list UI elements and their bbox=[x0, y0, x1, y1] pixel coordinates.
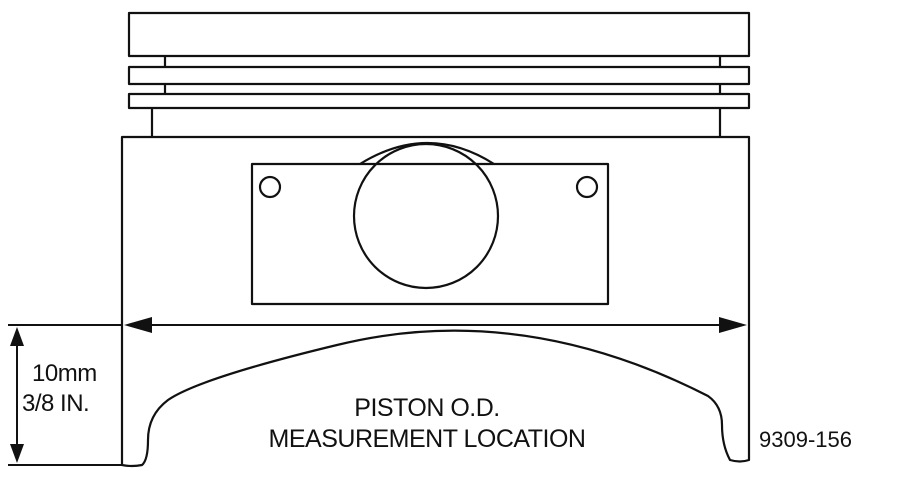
od-arrow-right bbox=[719, 317, 747, 333]
offset-dimension bbox=[8, 324, 122, 466]
piston-pin bbox=[352, 142, 500, 290]
ring-groove-gap-2 bbox=[163, 84, 722, 94]
ring-land-2 bbox=[127, 92, 751, 110]
piston-skirt bbox=[120, 135, 751, 468]
skirt-neck bbox=[150, 108, 722, 137]
od-arrow-left bbox=[124, 317, 152, 333]
caption-line-2: MEASUREMENT LOCATION bbox=[269, 425, 586, 453]
offset-metric-label: 10mm bbox=[32, 360, 97, 387]
figure-code: 9309-156 bbox=[759, 427, 852, 452]
offset-arrow-up bbox=[10, 327, 24, 346]
offset-arrow-down bbox=[10, 444, 24, 463]
piston-crown bbox=[127, 11, 751, 58]
ring-land-1 bbox=[127, 65, 751, 86]
left-hole bbox=[258, 175, 282, 199]
od-measurement-line bbox=[124, 317, 747, 333]
right-hole bbox=[575, 175, 599, 199]
pin-boss-plate bbox=[250, 162, 610, 306]
caption-line-1: PISTON O.D. bbox=[354, 394, 499, 422]
ring-groove-gap-1 bbox=[163, 56, 722, 67]
offset-imperial-label: 3/8 IN. bbox=[22, 390, 89, 417]
